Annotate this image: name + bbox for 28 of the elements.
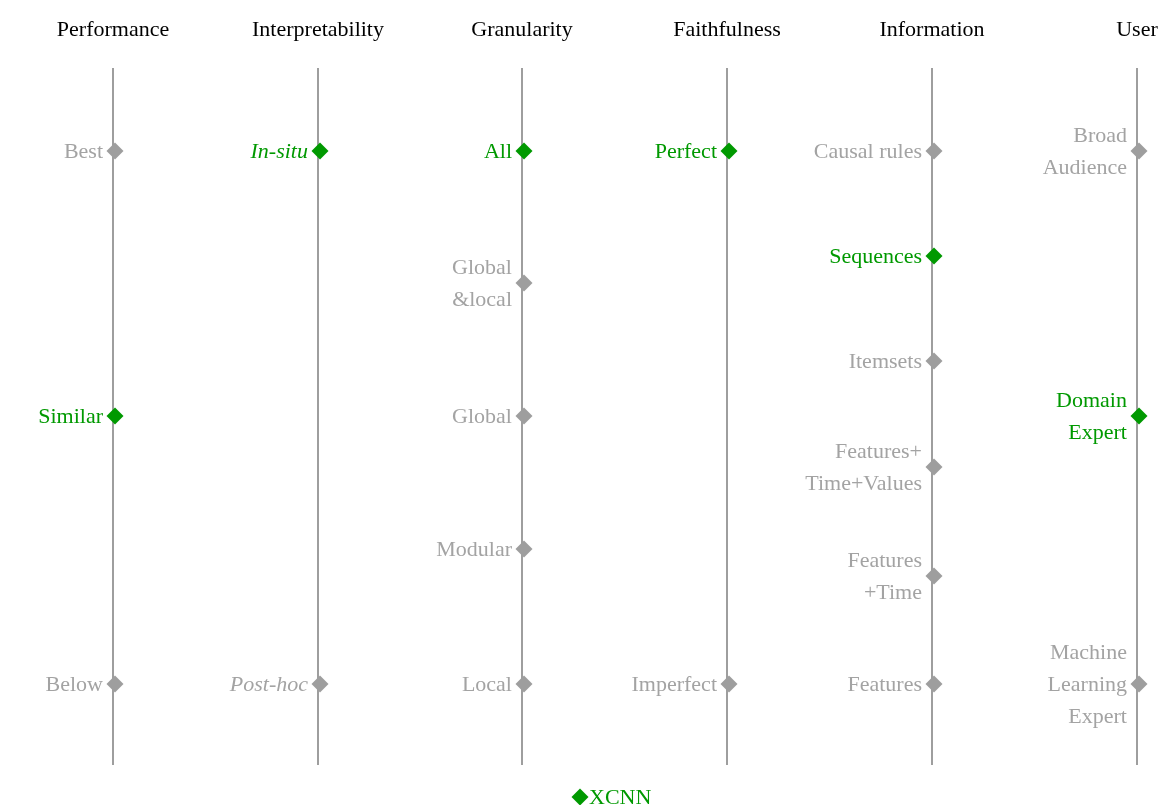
option-label: Post-hoc	[229, 670, 308, 698]
option-label: Features +Time	[846, 546, 922, 606]
column-header: Granularity	[471, 12, 573, 45]
option-label: Causal rules	[813, 137, 922, 165]
legend-label: XCNN	[589, 783, 652, 805]
option-label: Broad Audience	[1041, 121, 1127, 181]
option-label: Global	[452, 402, 512, 430]
option-label: Itemsets	[848, 347, 922, 375]
option-label: Domain Expert	[1055, 386, 1127, 446]
option-label: Perfect	[654, 137, 717, 165]
option-label: Global &local	[451, 253, 512, 313]
column-header: User	[1116, 12, 1158, 45]
option-label: Sequences	[829, 242, 922, 270]
column-header: Interpretability	[252, 12, 384, 45]
option-label: Local	[461, 670, 512, 698]
option-label: Modular	[436, 535, 512, 563]
option-label: Features	[847, 670, 922, 698]
option-label: Imperfect	[631, 670, 717, 698]
option-label: Below	[45, 670, 103, 698]
option-label: In-situ	[250, 137, 308, 165]
option-label: Similar	[38, 402, 103, 430]
option-label: Machine Learning Expert	[1046, 638, 1127, 730]
column-header: Information	[879, 12, 985, 45]
option-label: Features+ Time+Values	[804, 437, 922, 497]
option-label: Best	[63, 137, 103, 165]
column-header: Faithfulness	[673, 12, 781, 45]
column-header: Performance	[56, 12, 170, 45]
option-label: All	[483, 137, 512, 165]
